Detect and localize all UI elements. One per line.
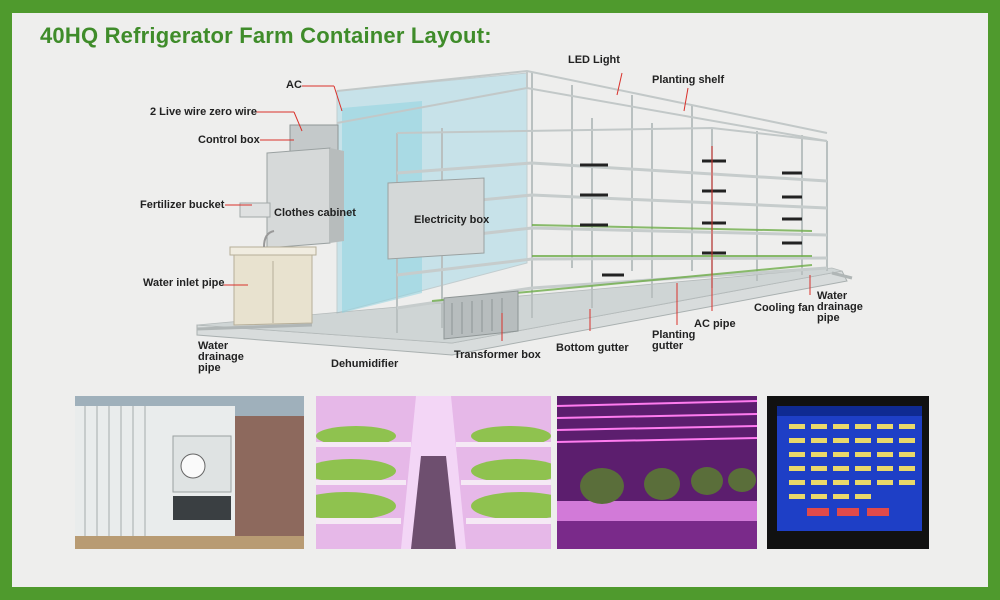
photo-lettuce-led — [557, 396, 757, 549]
label-ac: AC — [286, 79, 302, 91]
label-dehumidifier: Dehumidifier — [331, 358, 399, 370]
label-water-drainage-pipe-right-1: Water — [817, 290, 848, 302]
label-water-drainage-pipe-right-3: pipe — [817, 312, 840, 324]
label-water-inlet-pipe: Water inlet pipe — [143, 277, 225, 289]
label-water-drainage-pipe-left-2: drainage — [198, 351, 244, 363]
photo-control-screen — [767, 396, 929, 549]
photo-container-exterior — [75, 396, 304, 549]
label-water-drainage-pipe-right-2: drainage — [817, 301, 863, 313]
photo-hydroponic-shelves — [316, 396, 551, 549]
container-layout-diagram — [196, 69, 853, 356]
label-led-light: LED Light — [568, 54, 620, 66]
label-ac-pipe: AC pipe — [694, 318, 736, 330]
label-live-wire: 2 Live wire zero wire — [150, 106, 257, 118]
label-water-drainage-pipe-left-1: Water — [198, 340, 229, 352]
label-control-box: Control box — [198, 134, 260, 146]
page-title: 40HQ Refrigerator Farm Container Layout: — [40, 23, 492, 48]
label-planting-shelf: Planting shelf — [652, 74, 725, 86]
label-water-drainage-pipe-left-3: pipe — [198, 362, 221, 374]
label-planting-gutter-2: gutter — [652, 340, 684, 352]
label-cooling-fan: Cooling fan — [754, 302, 815, 314]
label-planting-gutter-1: Planting — [652, 329, 696, 341]
page-frame: 40HQ Refrigerator Farm Container Layout: — [12, 13, 988, 587]
label-bottom-gutter: Bottom gutter — [556, 342, 629, 354]
label-fertilizer-bucket: Fertilizer bucket — [140, 199, 225, 211]
label-electricity-box: Electricity box — [414, 214, 490, 226]
label-clothes-cabinet: Clothes cabinet — [274, 207, 356, 219]
label-transformer-box: Transformer box — [454, 349, 541, 361]
